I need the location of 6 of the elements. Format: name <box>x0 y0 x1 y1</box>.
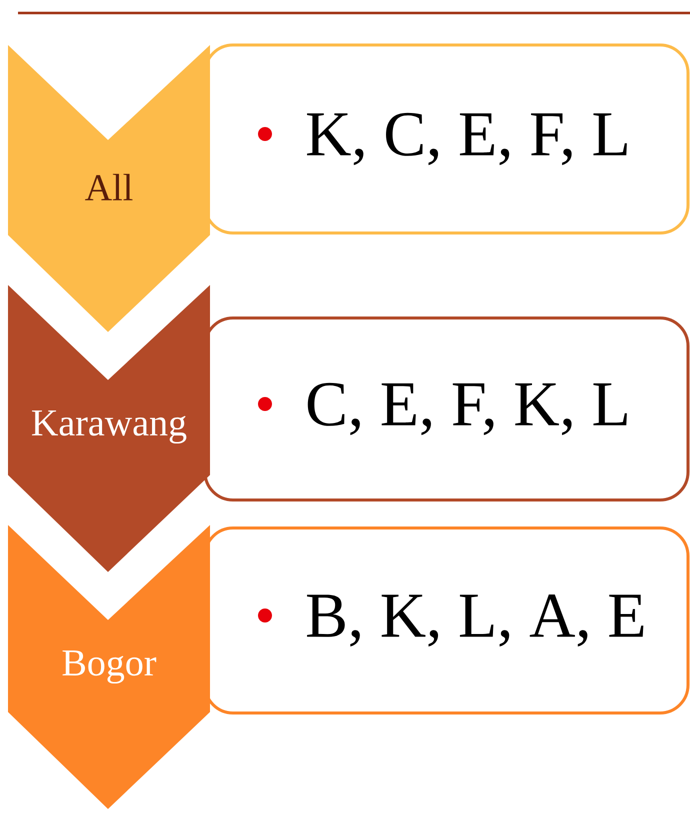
category-banner: Bogor <box>8 525 210 809</box>
text-box: B, K, L, A, E <box>204 526 690 714</box>
category-banner: Karawang <box>8 285 210 572</box>
text-box: K, C, E, F, L <box>204 44 690 234</box>
text-box: C, E, F, K, L <box>204 316 690 502</box>
category-banner: All <box>8 45 210 332</box>
